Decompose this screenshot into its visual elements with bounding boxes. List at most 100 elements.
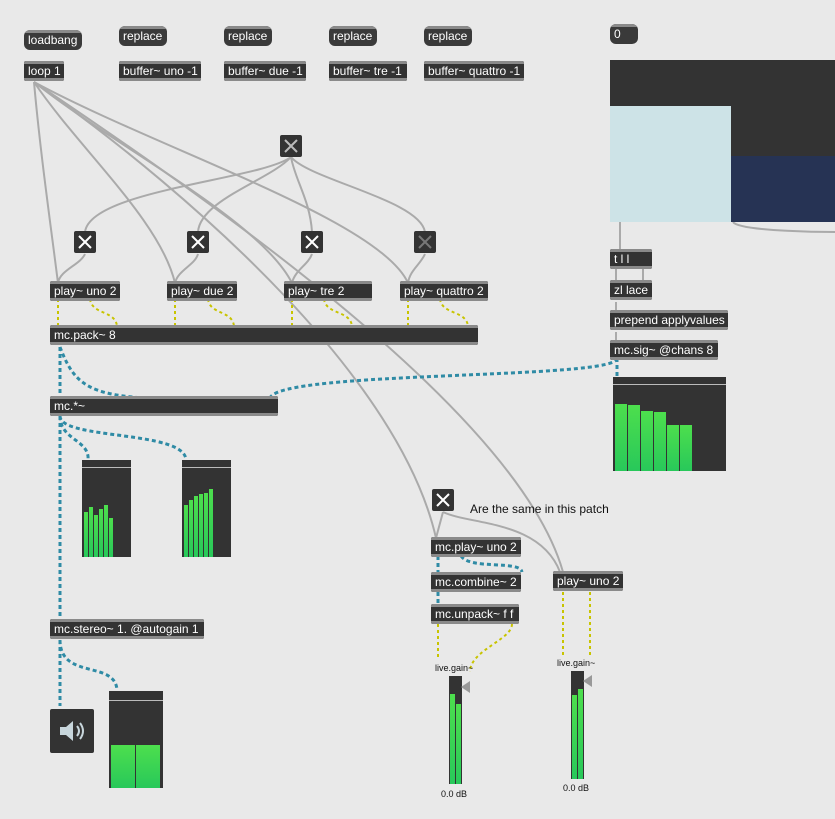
meter-bar [641, 411, 653, 471]
play-due-object[interactable]: play~ due 2 [167, 281, 237, 301]
zl-lace-object[interactable]: zl lace [610, 280, 652, 300]
mc-unpack-label: mc.unpack~ f f [435, 607, 514, 621]
loadbang-message[interactable]: loadbang [24, 30, 82, 50]
live-gain-2-value: 0.0 dB [563, 783, 590, 793]
meter-bar [189, 500, 193, 557]
live-gain-2-label: live.gain~ [557, 658, 596, 668]
ezdac-speaker[interactable] [50, 709, 94, 753]
x-toggle-icon [78, 235, 92, 249]
buffer-quattro-object[interactable]: buffer~ quattro -1 [424, 61, 524, 81]
buffer-due-label: buffer~ due -1 [228, 64, 303, 78]
replace-label-2: replace [228, 29, 268, 43]
mc-unpack-object[interactable]: mc.unpack~ f f [431, 604, 519, 624]
meter-bar [628, 405, 640, 471]
play-tre-object[interactable]: play~ tre 2 [284, 281, 372, 301]
mc-multiply-label: mc.*~ [54, 399, 86, 413]
multislider-bar-2 [731, 156, 835, 222]
meter-bar [84, 512, 88, 557]
main-toggle[interactable] [280, 135, 302, 157]
mc-combine-label: mc.combine~ 2 [435, 575, 517, 589]
live-gain-1-bar-left [450, 694, 455, 784]
prepend-applyvalues-object[interactable]: prepend applyvalues [610, 310, 728, 330]
buffer-due-object[interactable]: buffer~ due -1 [224, 61, 306, 81]
meter-bar [204, 493, 208, 557]
replace-message-1[interactable]: replace [119, 26, 167, 46]
mc-stereo-object[interactable]: mc.stereo~ 1. @autogain 1 [50, 619, 204, 639]
meter-bar [184, 505, 188, 557]
mc-pack-object[interactable]: mc.pack~ 8 [50, 325, 478, 345]
meter-bar [109, 518, 113, 557]
loop-label: loop 1 [28, 64, 61, 78]
same-note-comment: Are the same in this patch [470, 502, 609, 516]
meter-bar [136, 745, 160, 788]
play-quattro-object[interactable]: play~ quattro 2 [400, 281, 488, 301]
buffer-tre-label: buffer~ tre -1 [333, 64, 402, 78]
zl-lace-label: zl lace [614, 283, 649, 297]
meter-reference-line [182, 467, 231, 468]
meter-reference-line [109, 700, 163, 701]
mc-play-uno-label: mc.play~ uno 2 [435, 540, 517, 554]
live-gain-1-bar-right [456, 704, 461, 784]
meter-bar [194, 496, 198, 557]
x-toggle-icon [436, 493, 450, 507]
buffer-uno-object[interactable]: buffer~ uno -1 [119, 61, 201, 81]
meter-reference-line [613, 384, 726, 385]
mc-combine-object[interactable]: mc.combine~ 2 [431, 572, 521, 592]
mc-play-uno-object[interactable]: mc.play~ uno 2 [431, 537, 521, 557]
play-uno-label: play~ uno 2 [54, 284, 117, 298]
loop-object[interactable]: loop 1 [24, 61, 64, 81]
x-toggle-icon [305, 235, 319, 249]
play-uno-object[interactable]: play~ uno 2 [50, 281, 120, 301]
replace-label-4: replace [428, 29, 468, 43]
meter-bar [94, 515, 98, 557]
prepend-label: prepend applyvalues [614, 313, 725, 327]
live-gain-2-slider[interactable] [571, 671, 584, 779]
buffer-uno-label: buffer~ uno -1 [123, 64, 198, 78]
play-due-label: play~ due 2 [171, 284, 234, 298]
meter-bar [89, 507, 93, 557]
triangle-pointer-icon[interactable] [461, 681, 471, 693]
meter-bar [111, 745, 135, 788]
replace-message-2[interactable]: replace [224, 26, 272, 46]
live-gain-1-slider[interactable] [449, 676, 462, 784]
triangle-pointer-icon[interactable] [583, 675, 593, 687]
loadbang-label: loadbang [28, 33, 78, 47]
number-box-value: 0 [614, 27, 621, 41]
meter-bar [104, 505, 108, 557]
buffer-quattro-label: buffer~ quattro -1 [428, 64, 521, 78]
play-tre-label: play~ tre 2 [288, 284, 345, 298]
play-uno-right-object[interactable]: play~ uno 2 [553, 571, 623, 591]
meter-bar [199, 494, 203, 557]
toggle-tre[interactable] [301, 231, 323, 253]
toggle-mc-play[interactable] [432, 489, 454, 511]
number-box[interactable]: 0 [610, 24, 638, 44]
mc-sig-object[interactable]: mc.sig~ @chans 8 [610, 340, 718, 360]
buffer-tre-object[interactable]: buffer~ tre -1 [329, 61, 407, 81]
toggle-due[interactable] [187, 231, 209, 253]
mc-multiply-meter-right [182, 460, 231, 557]
mc-stereo-meter [109, 691, 163, 788]
meter-bar [680, 425, 692, 471]
mc-stereo-label: mc.stereo~ 1. @autogain 1 [54, 622, 199, 636]
x-toggle-icon [284, 139, 298, 153]
meter-reference-line [82, 467, 131, 468]
multislider-bar-1 [610, 106, 731, 222]
meter-bar [654, 412, 666, 471]
t-ll-object[interactable]: t l l [610, 249, 652, 269]
t-ll-label: t l l [614, 252, 630, 266]
live-gain-2-bar-right [578, 689, 583, 779]
live-gain-1-label: live.gain~ [435, 663, 474, 673]
meter-bar [209, 489, 213, 557]
x-toggle-icon [191, 235, 205, 249]
replace-message-3[interactable]: replace [329, 26, 377, 46]
play-quattro-label: play~ quattro 2 [404, 284, 484, 298]
x-toggle-icon [418, 235, 432, 249]
mc-multiply-object[interactable]: mc.*~ [50, 396, 278, 416]
toggle-uno[interactable] [74, 231, 96, 253]
play-uno-right-label: play~ uno 2 [557, 574, 620, 588]
replace-message-4[interactable]: replace [424, 26, 472, 46]
multislider-display[interactable] [610, 60, 835, 222]
meter-bar [99, 509, 103, 557]
toggle-quattro[interactable] [414, 231, 436, 253]
